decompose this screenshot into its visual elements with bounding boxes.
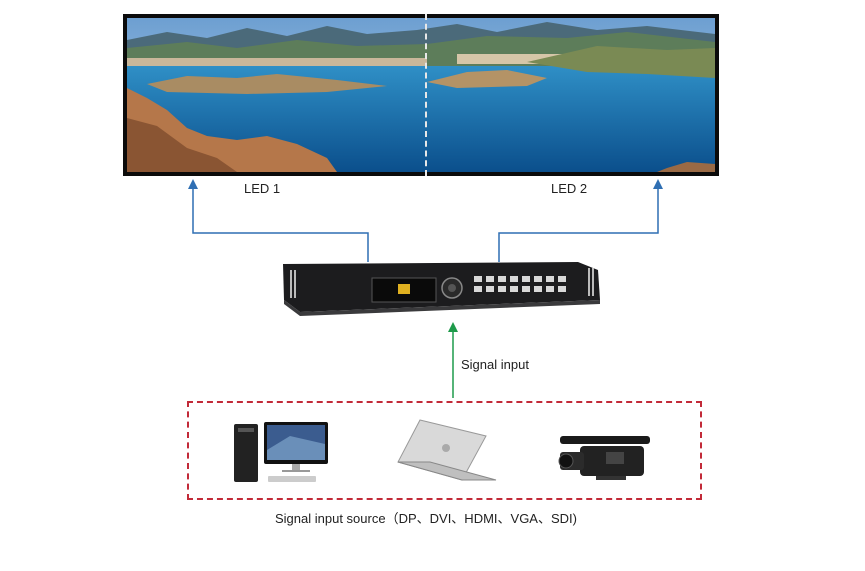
output-line-led1 (192, 186, 369, 262)
led2-label: LED 2 (551, 181, 588, 196)
laptop-icon (397, 419, 497, 481)
desktop-computer-icon (234, 422, 328, 482)
arrowhead-led1 (188, 179, 198, 189)
output-line-led2 (498, 186, 659, 262)
signal-input-arrowhead (448, 322, 458, 332)
led1-label: LED 1 (244, 181, 281, 196)
coastal-landscape-image (127, 18, 715, 172)
input-source-caption: Signal input source（DP、DVI、HDMI、VGA、SDI) (275, 511, 577, 526)
arrowhead-led2 (653, 179, 663, 189)
screen-divider (425, 14, 427, 176)
video-processor-device (283, 262, 600, 316)
input-source-box (187, 401, 702, 500)
video-camera-icon (558, 436, 650, 480)
signal-input-label: Signal input (461, 357, 529, 372)
led-screen-image (127, 18, 715, 172)
